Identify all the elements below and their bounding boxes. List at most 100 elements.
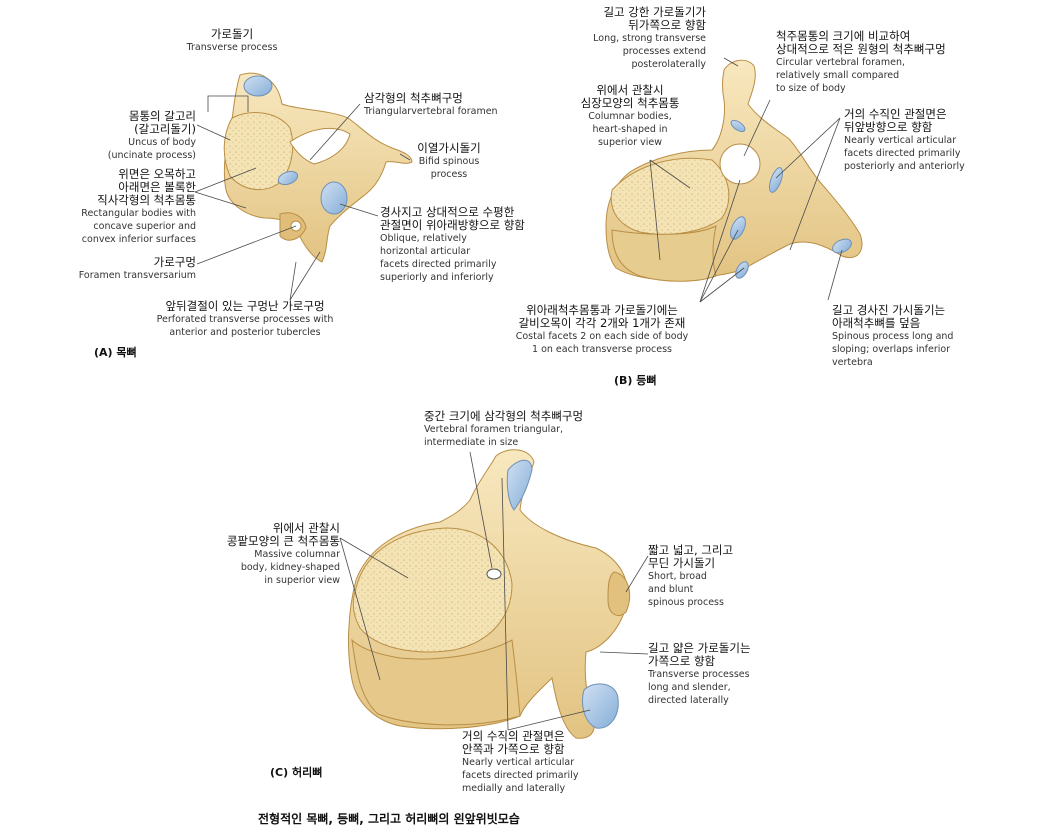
label-c-foramen: 중간 크기에 삼각형의 척추뼈구멍 Vertebral foramen tria… bbox=[424, 410, 624, 449]
label-ko: 가로구멍 bbox=[153, 255, 196, 269]
label-en: processes extend bbox=[622, 46, 706, 57]
label-en: spinous process bbox=[648, 597, 724, 608]
panel-label-b: (B) 등뼈 bbox=[614, 374, 657, 387]
label-en: Spinous process long and bbox=[832, 331, 954, 342]
label-a-foramen-transversarium: 가로구멍 Foramen transversarium bbox=[60, 256, 196, 282]
figure-caption: 전형적인 목뼈, 등뼈, 그리고 허리뼈의 왼앞위빗모습 bbox=[258, 812, 520, 826]
label-en: Rectangular bodies with bbox=[81, 208, 196, 219]
label-en: Bifid spinous bbox=[418, 156, 480, 167]
thoracic-vertebra-drawing bbox=[605, 59, 863, 282]
label-b-costal-facets: 위아래척추몸통과 가로돌기에는 갈비오목이 각각 2개와 1개가 존재 Cost… bbox=[482, 304, 722, 356]
lumbar-vertebra-drawing bbox=[348, 449, 630, 739]
panel-label-a: (A) 목뼈 bbox=[94, 346, 137, 359]
label-en: Transverse process bbox=[186, 42, 278, 53]
leader-lines bbox=[194, 57, 843, 731]
label-ko: 길고 얇은 가로돌기는 bbox=[648, 641, 751, 655]
label-ko: 경사지고 상대적으로 수평한 bbox=[380, 205, 515, 219]
label-en: Nearly vertical articular bbox=[462, 757, 575, 768]
label-en: heart-shaped in bbox=[592, 124, 668, 135]
label-en: to size of body bbox=[776, 83, 846, 94]
label-c-short-spinous: 짧고 넓고, 그리고 무딘 가시돌기 Short, broad and blun… bbox=[648, 544, 788, 609]
label-en: intermediate in size bbox=[424, 437, 519, 448]
label-en: Columnar bodies, bbox=[588, 111, 672, 122]
label-c-vertical-facets: 거의 수직의 관절면은 안쪽과 가쪽으로 향함 Nearly vertical … bbox=[462, 730, 612, 795]
label-ko: 이열가시돌기 bbox=[417, 141, 481, 155]
label-ko: 뒤가쪽으로 향함 bbox=[628, 18, 706, 32]
cervical-vertebra-drawing bbox=[223, 72, 413, 263]
label-ko: 가로돌기 bbox=[210, 27, 254, 41]
label-ko: 콩팥모양의 큰 척주몸통 bbox=[226, 534, 340, 548]
label-en: process bbox=[430, 169, 468, 180]
label-ko: 상대적으로 적은 원형의 척추뼈구멍 bbox=[776, 42, 946, 56]
label-ko: 길고 경사진 가시돌기는 bbox=[832, 303, 946, 317]
label-en: sloping; overlaps inferior bbox=[832, 344, 951, 355]
label-ko: (갈고리돌기) bbox=[134, 122, 196, 136]
label-c-long-slender: 길고 얇은 가로돌기는 가쪽으로 향함 Transverse processes… bbox=[648, 642, 798, 707]
label-en: Massive columnar bbox=[254, 549, 340, 560]
label-a-triangular-foramen: 삼각형의 척추뼈구멍 Triangularvertebral foramen bbox=[364, 92, 524, 118]
label-en: (uncinate process) bbox=[107, 150, 196, 161]
label-b-vertical-facets: 거의 수직인 관절면은 뒤앞방향으로 향함 Nearly vertical ar… bbox=[844, 108, 1014, 173]
label-ko: 위면은 오목하고 bbox=[118, 167, 196, 181]
label-en: concave superior and bbox=[93, 221, 196, 232]
label-ko: 몸통의 갈고리 bbox=[128, 109, 196, 123]
label-ko: 뒤앞방향으로 향함 bbox=[844, 120, 933, 134]
label-en: in superior view bbox=[264, 575, 340, 586]
label-ko: 안쪽과 가쪽으로 향함 bbox=[462, 742, 565, 756]
label-en: horizontal articular bbox=[380, 246, 471, 257]
label-b-circular-foramen: 척주몸통의 크기에 비교하여 상대적으로 적은 원형의 척추뼈구멍 Circul… bbox=[776, 30, 986, 95]
label-en: body, kidney-shaped bbox=[240, 562, 340, 573]
label-a-bodies: 위면은 오목하고 아래면은 볼록한 직사각형의 척추몸통 Rectangular… bbox=[40, 168, 196, 246]
label-en: Circular vertebral foramen, bbox=[776, 57, 905, 68]
label-en: Long, strong transverse bbox=[593, 33, 706, 44]
label-en: facets directed primarily bbox=[380, 259, 497, 270]
label-ko: 무딘 가시돌기 bbox=[648, 556, 716, 570]
label-a-oblique: 경사지고 상대적으로 수평한 관절면이 위아래방향으로 향함 Oblique, … bbox=[380, 206, 570, 284]
label-en: anterior and posterior tubercles bbox=[169, 327, 321, 338]
label-en: Perforated transverse processes with bbox=[156, 314, 334, 325]
label-ko: 짧고 넓고, 그리고 bbox=[648, 543, 734, 557]
label-b-heart-shaped: 위에서 관찰시 심장모양의 척추몸통 Columnar bodies, hear… bbox=[560, 84, 700, 149]
label-a-perforated: 앞뒤결절이 있는 구멍난 가로구멍 Perforated transverse … bbox=[120, 300, 370, 339]
label-en: Uncus of body bbox=[128, 137, 196, 148]
label-a-transverse-process: 가로돌기 Transverse process bbox=[172, 28, 292, 54]
label-en: Costal facets 2 on each side of body bbox=[515, 331, 689, 342]
label-b-long-strong: 길고 강한 가로돌기가 뒤가쪽으로 향함 Long, strong transv… bbox=[560, 6, 706, 71]
label-en: Vertebral foramen triangular, bbox=[424, 424, 564, 435]
label-en: convex inferior surfaces bbox=[81, 234, 196, 245]
panel-label-c: (C) 허리뼈 bbox=[270, 766, 323, 779]
label-en: Short, broad bbox=[648, 571, 707, 582]
label-en: Foramen transversarium bbox=[78, 270, 196, 281]
label-ko: 아래면은 볼록한 bbox=[118, 180, 196, 194]
label-en: 1 on each transverse process bbox=[532, 344, 672, 355]
label-en: long and slender, bbox=[648, 682, 731, 693]
label-en: posteriorly and anteriorly bbox=[844, 161, 965, 172]
label-ko: 위에서 관찰시 bbox=[272, 521, 340, 535]
label-en: vertebra bbox=[832, 357, 873, 368]
label-a-bifid: 이열가시돌기 Bifid spinous process bbox=[404, 142, 494, 181]
label-ko: 갈비오목이 각각 2개와 1개가 존재 bbox=[518, 316, 686, 330]
label-ko: 심장모양의 척추몸통 bbox=[580, 96, 680, 110]
label-en: facets directed primarily bbox=[844, 148, 961, 159]
label-ko: 가쪽으로 향함 bbox=[648, 654, 716, 668]
label-en: superiorly and inferiorly bbox=[380, 272, 494, 283]
label-en: superior view bbox=[597, 137, 662, 148]
label-en: posterolaterally bbox=[631, 59, 706, 70]
label-en: facets directed primarily bbox=[462, 770, 579, 781]
label-ko: 아래척추뼈를 덮음 bbox=[832, 316, 921, 330]
label-en: medially and laterally bbox=[462, 783, 566, 794]
label-ko: 삼각형의 척추뼈구멍 bbox=[364, 91, 463, 105]
label-ko: 거의 수직의 관절면은 bbox=[462, 729, 565, 743]
label-en: and blunt bbox=[648, 584, 694, 595]
label-ko: 중간 크기에 삼각형의 척추뼈구멍 bbox=[424, 409, 584, 423]
label-ko: 위아래척추몸통과 가로돌기에는 bbox=[526, 303, 678, 317]
label-c-massive-body: 위에서 관찰시 콩팥모양의 큰 척주몸통 Massive columnar bo… bbox=[196, 522, 340, 587]
label-ko: 관절면이 위아래방향으로 향함 bbox=[380, 218, 525, 232]
label-ko: 직사각형의 척추몸통 bbox=[97, 193, 196, 207]
label-en: Oblique, relatively bbox=[380, 233, 467, 244]
label-en: Transverse processes bbox=[648, 669, 750, 680]
label-en: directed laterally bbox=[648, 695, 729, 706]
label-en: Triangularvertebral foramen bbox=[364, 106, 498, 117]
label-ko: 앞뒤결절이 있는 구멍난 가로구멍 bbox=[165, 299, 325, 313]
